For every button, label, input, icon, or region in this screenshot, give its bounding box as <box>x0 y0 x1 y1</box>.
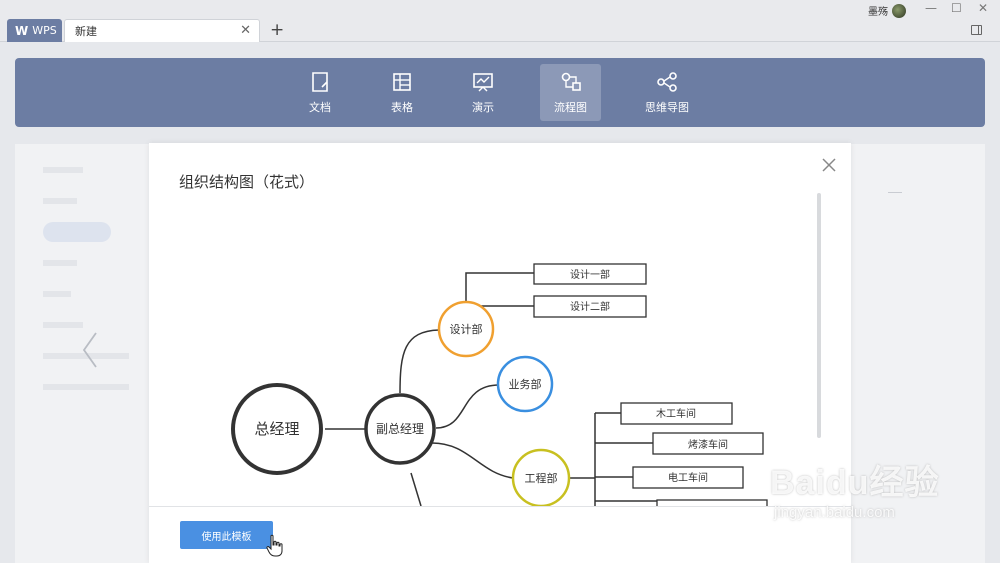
watermark-logo-text: Baidu经验 <box>770 464 940 502</box>
title-bar: W WPS 新建 ✕ + 墨殇 — ☐ ✕ <box>0 0 1000 42</box>
node-design-dept <box>437 300 495 358</box>
tab-wps[interactable]: W WPS <box>7 19 62 42</box>
background-category-list <box>43 154 133 402</box>
use-template-button[interactable]: 使用此模板 <box>180 521 273 549</box>
background-divider <box>888 192 902 193</box>
hand-cursor-icon <box>266 534 283 557</box>
baidu-watermark: Baidu经验 jingyan.baidu.com <box>770 455 939 521</box>
tab-new-label: 新建 <box>75 25 97 38</box>
presentation-icon <box>473 72 493 91</box>
tab-new[interactable]: 新建 ✕ <box>64 19 260 42</box>
modal-footer: 使用此模板 <box>149 506 851 563</box>
node-deputy-manager <box>364 393 436 465</box>
node-business-dept-label: 业务部 <box>509 377 542 391</box>
node-design-dept-label: 设计部 <box>450 322 483 336</box>
box-carpentry <box>620 402 733 425</box>
box-design-1 <box>533 263 647 285</box>
category-flowchart[interactable]: 流程图 <box>540 64 601 121</box>
box-painting-label: 烤漆车间 <box>688 438 728 451</box>
tab-close-icon[interactable]: ✕ <box>240 23 251 38</box>
node-business-dept <box>496 355 554 413</box>
minimize-icon[interactable]: — <box>925 1 937 15</box>
category-table[interactable]: 表格 <box>377 64 427 121</box>
box-design-1-label: 设计一部 <box>570 268 610 281</box>
node-general-manager <box>231 383 323 475</box>
node-general-manager-label: 总经理 <box>254 420 299 438</box>
category-flowchart-label: 流程图 <box>554 100 587 114</box>
new-tab-button[interactable]: + <box>270 20 285 40</box>
category-mindmap[interactable]: 思维导图 <box>641 64 693 121</box>
category-table-label: 表格 <box>391 100 413 114</box>
user-account[interactable]: 墨殇 <box>868 3 906 18</box>
box-design-2-label: 设计二部 <box>570 300 610 313</box>
document-icon <box>312 71 328 92</box>
box-carpentry-label: 木工车间 <box>656 407 696 420</box>
scrollbar[interactable] <box>817 193 821 438</box>
category-document[interactable]: 文档 <box>295 64 345 121</box>
close-window-icon[interactable]: ✕ <box>978 1 989 15</box>
box-electrical-label: 电工车间 <box>668 471 708 484</box>
watermark-url: jingyan.baidu.com <box>774 504 895 521</box>
category-presentation-label: 演示 <box>472 100 494 114</box>
previous-arrow-icon[interactable] <box>78 330 102 370</box>
mindmap-icon <box>657 71 677 92</box>
category-document-label: 文档 <box>309 100 331 114</box>
node-engineering-dept <box>511 448 571 506</box>
node-deputy-manager-label: 副总经理 <box>376 422 424 436</box>
wps-logo-icon: W <box>15 23 29 38</box>
category-bar: 文档 表格 演示 流程图 <box>15 58 985 127</box>
modal-title: 组织结构图（花式） <box>179 173 315 191</box>
close-icon[interactable] <box>819 155 839 175</box>
box-electrical <box>632 466 744 489</box>
user-name: 墨殇 <box>868 7 888 18</box>
org-chart-diagram: 总经理 副总经理 设计部 业务部 工程部 设计一部 设计二部 木工车间 烤漆车间… <box>231 263 768 506</box>
box-partial-hidden <box>656 499 768 506</box>
table-icon <box>393 72 411 91</box>
avatar[interactable] <box>892 3 906 18</box>
box-painting <box>652 432 764 455</box>
template-preview-modal: 组织结构图（花式） 总经理 副总经理 设计部 业务部 <box>149 143 851 563</box>
node-engineering-dept-label: 工程部 <box>525 471 558 485</box>
flowchart-icon <box>561 72 581 91</box>
category-presentation[interactable]: 演示 <box>458 64 508 121</box>
category-mindmap-label: 思维导图 <box>645 100 689 114</box>
maximize-icon[interactable]: ☐ <box>951 1 962 15</box>
box-design-2 <box>533 295 647 318</box>
tab-wps-label: WPS <box>32 24 57 37</box>
side-panel-icon[interactable] <box>971 25 982 35</box>
